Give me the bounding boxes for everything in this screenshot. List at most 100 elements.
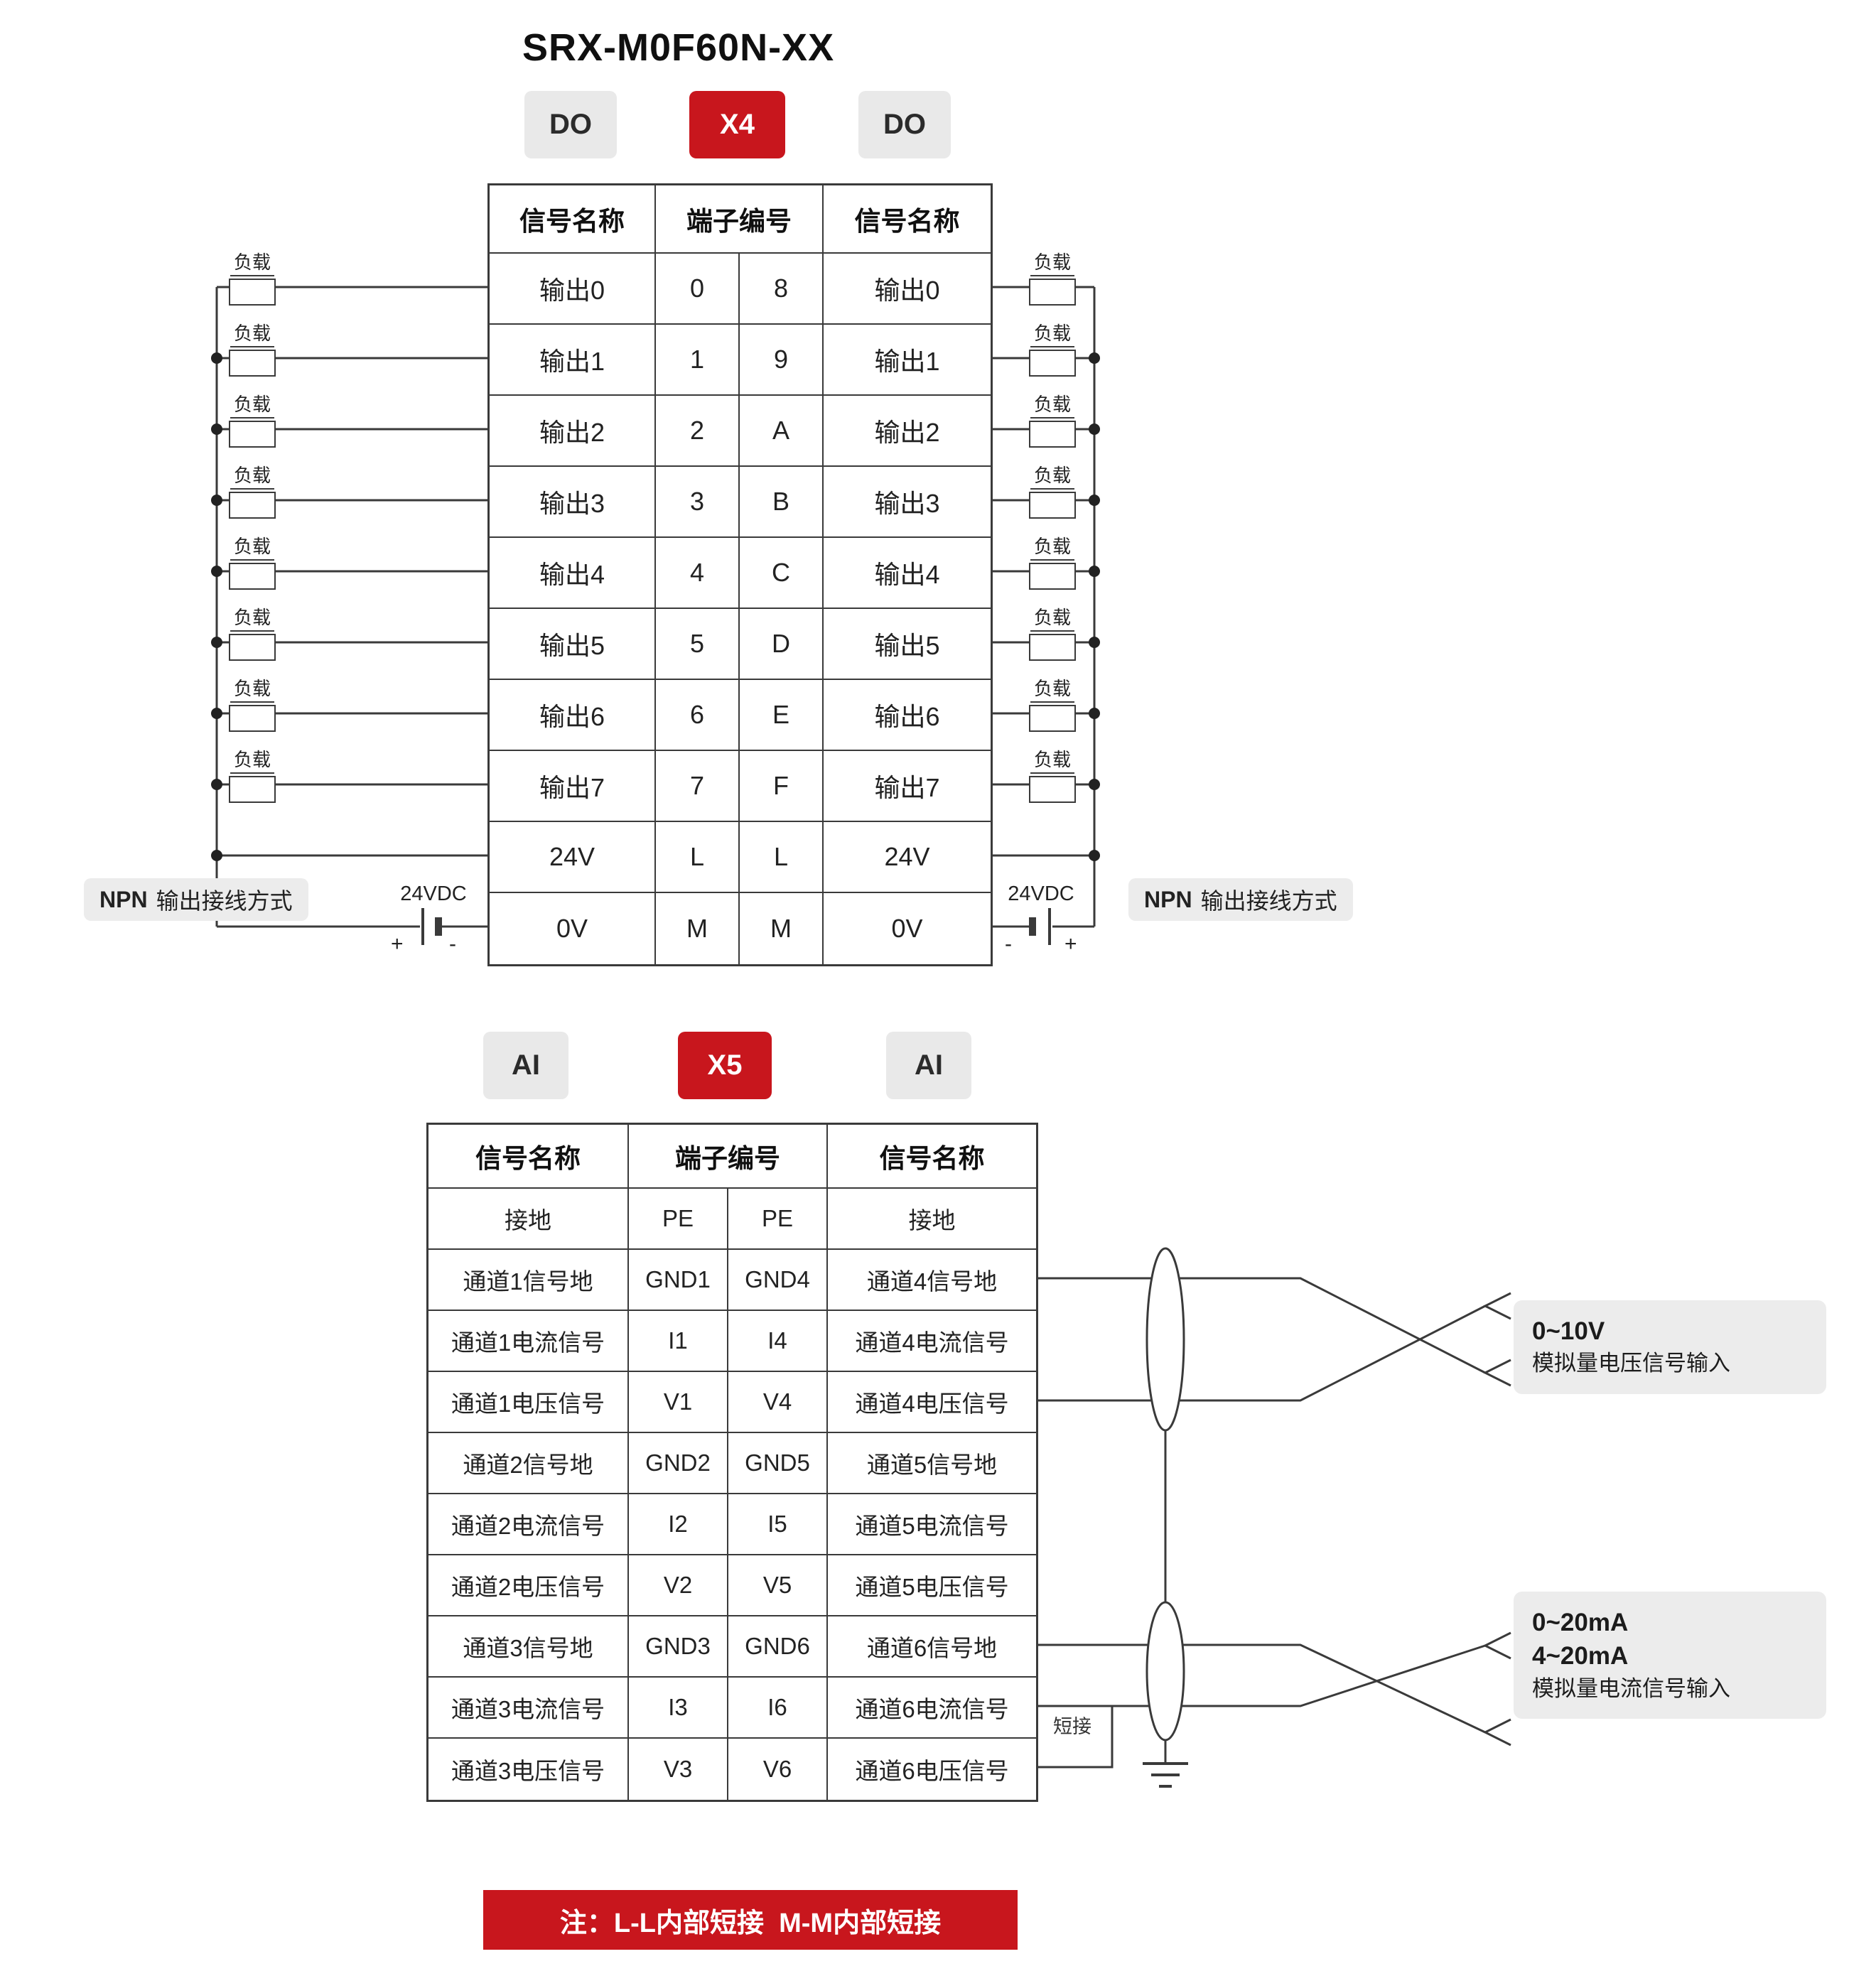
terminal-cell: PE (728, 1189, 828, 1250)
signal-cell-left: 接地 (428, 1189, 629, 1250)
terminal-cell: V5 (728, 1555, 828, 1616)
terminal-cell: I2 (629, 1494, 728, 1555)
terminal-cell: V1 (629, 1372, 728, 1433)
terminal-cell: GND4 (728, 1250, 828, 1311)
terminal-cell: A (740, 396, 824, 467)
load-resistor: 负载 (1020, 248, 1084, 306)
load-resistor: 负载 (1020, 674, 1084, 732)
badge-do-right: DO (858, 91, 951, 158)
terminal-cell: V3 (629, 1739, 728, 1800)
signal-cell-right: 输出1 (824, 325, 991, 396)
load-resistor: 负载 (1020, 603, 1084, 661)
terminal-cell: I6 (728, 1678, 828, 1739)
signal-cell-right: 输出0 (824, 254, 991, 325)
header-signal-name-left: 信号名称 (490, 185, 656, 254)
signal-cell-right: 通道4信号地 (828, 1250, 1036, 1311)
signal-cell-left: 输出2 (490, 396, 656, 467)
signal-cell-left: 通道2电流信号 (428, 1494, 629, 1555)
terminal-cell: F (740, 751, 824, 822)
load-label: 负载 (1030, 532, 1074, 561)
npn-text-label: 输出接线方式 (1200, 888, 1337, 914)
terminal-cell: I3 (629, 1678, 728, 1739)
load-resistor-box (229, 350, 276, 377)
short-circuit-label: 短接 (1053, 1716, 1091, 1737)
terminal-cell: PE (629, 1189, 728, 1250)
signal-cell-left: 通道1电流信号 (428, 1311, 629, 1372)
load-label: 负载 (1030, 745, 1074, 774)
header-signal-name-left: 信号名称 (428, 1125, 629, 1189)
load-label: 负载 (1030, 248, 1074, 276)
signal-cell-right: 通道4电压信号 (828, 1372, 1036, 1433)
load-label: 负载 (230, 532, 274, 561)
load-label: 负载 (1030, 603, 1074, 632)
terminal-cell: E (740, 680, 824, 751)
load-resistor: 负载 (220, 745, 284, 803)
current-range-text-1: 0~20mA (1532, 1609, 1629, 1636)
load-resistor-box (1029, 563, 1076, 590)
signal-cell-left: 输出1 (490, 325, 656, 396)
load-resistor-box (229, 279, 276, 306)
terminal-cell: 6 (656, 680, 740, 751)
signal-cell-left: 通道2信号地 (428, 1433, 629, 1494)
load-resistor-box (1029, 705, 1076, 732)
terminal-cell: V6 (728, 1739, 828, 1800)
load-label: 负载 (230, 248, 274, 276)
terminal-cell: 3 (656, 467, 740, 538)
load-resistor: 负载 (220, 461, 284, 519)
signal-cell-left: 输出5 (490, 609, 656, 680)
header-signal-name-right: 信号名称 (824, 185, 991, 254)
load-resistor-box (229, 705, 276, 732)
npn-text-label: 输出接线方式 (156, 888, 293, 914)
signal-cell-left: 输出6 (490, 680, 656, 751)
signal-cell-left: 通道3电流信号 (428, 1678, 629, 1739)
load-resistor-box (229, 634, 276, 661)
terminal-cell: 9 (740, 325, 824, 396)
signal-cell-left: 输出7 (490, 751, 656, 822)
terminal-cell: GND3 (629, 1616, 728, 1678)
terminal-cell: GND6 (728, 1616, 828, 1678)
load-label: 负载 (230, 390, 274, 419)
load-resistor: 负载 (220, 674, 284, 732)
signal-cell-left: 输出3 (490, 467, 656, 538)
load-label: 负载 (230, 461, 274, 490)
current-input-label-box: 0~20mA 4~20mA 模拟量电流信号输入 (1514, 1592, 1826, 1719)
signal-cell-right: 接地 (828, 1189, 1036, 1250)
load-resistor-box (1029, 634, 1076, 661)
terminal-cell: D (740, 609, 824, 680)
header-terminal-number: 端子编号 (656, 185, 824, 254)
signal-cell-right: 通道5信号地 (828, 1433, 1036, 1494)
signal-cell-right: 通道6电流信号 (828, 1678, 1036, 1739)
terminal-cell: 8 (740, 254, 824, 325)
terminal-cell: GND1 (629, 1250, 728, 1311)
badge-do-left: DO (524, 91, 617, 158)
load-resistor: 负载 (1020, 461, 1084, 519)
voltage-desc-text: 模拟量电压信号输入 (1532, 1351, 1730, 1376)
load-label: 负载 (230, 319, 274, 347)
terminal-cell: 4 (656, 538, 740, 609)
header-signal-name-right: 信号名称 (828, 1125, 1036, 1189)
load-resistor-box (1029, 279, 1076, 306)
load-resistor-box (229, 421, 276, 448)
terminal-cell: V2 (629, 1555, 728, 1616)
terminal-cell: GND2 (629, 1433, 728, 1494)
signal-cell-right: 输出4 (824, 538, 991, 609)
load-label: 负载 (1030, 461, 1074, 490)
battery-minus-sign: - (1005, 932, 1012, 956)
current-desc-text: 模拟量电流信号输入 (1532, 1675, 1730, 1701)
signal-cell-left: 通道1电压信号 (428, 1372, 629, 1433)
load-resistor-box (1029, 492, 1076, 519)
load-label: 负载 (1030, 319, 1074, 347)
badge-x4: X4 (689, 91, 785, 158)
header-terminal-number: 端子编号 (629, 1125, 828, 1189)
battery-minus-sign: - (449, 932, 456, 956)
signal-cell-left: 通道1信号地 (428, 1250, 629, 1311)
terminal-cell: I5 (728, 1494, 828, 1555)
signal-cell-right: 24V (824, 822, 991, 893)
signal-cell-right: 输出2 (824, 396, 991, 467)
battery-plus-sign: + (1064, 932, 1077, 956)
page-title: SRX-M0F60N-XX (522, 26, 835, 69)
